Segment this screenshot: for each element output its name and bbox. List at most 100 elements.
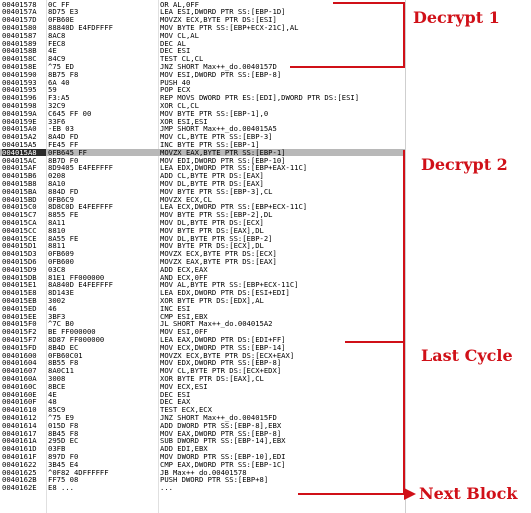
mnemonic-cell: MOV DL,BYTE PTR DS:[ECX] — [160, 218, 264, 227]
hex-bytes-cell: 0208 — [48, 172, 66, 180]
next-block-arrowhead-icon — [404, 488, 416, 500]
hex-bytes-cell: 6A 40 — [48, 78, 70, 87]
address-cell: 00401580 — [2, 23, 37, 32]
annotation-next-block: Next Block — [419, 484, 518, 503]
hex-bytes-cell: FE45 FF — [48, 140, 79, 149]
mnemonic-cell: MOV BYTE PTR SS:[EBP-2],DL — [160, 211, 273, 219]
hex-bytes-cell: 32C9 — [48, 101, 66, 110]
mnemonic-cell: MOV ESI,DWORD PTR SS:[EBP-8] — [160, 70, 282, 79]
hex-bytes-cell: 8B55 F8 — [48, 359, 79, 368]
mnemonic-cell: LEA ECX,DWORD PTR SS:[EBP+ECX-11C] — [160, 203, 308, 212]
mnemonic-cell: CMP EAX,DWORD PTR SS:[EBP-1C] — [160, 460, 286, 469]
lastcycle-bracket-side — [403, 341, 405, 493]
decrypt1-bracket-top — [333, 2, 405, 4]
mnemonic-cell: JL SHORT Max++_do.004015A2 — [160, 320, 273, 329]
address-cell: 0040159A — [2, 109, 37, 118]
hex-bytes-cell: BE FF000000 — [48, 328, 96, 336]
address-cell: 004015EE — [2, 312, 37, 321]
mnemonic-cell: JNZ SHORT Max++_do.0040157D — [160, 62, 277, 71]
mnemonic-cell: MOV ESI,0FF — [160, 328, 208, 336]
mnemonic-cell: MOV AL,BYTE PTR SS:[EBP+ECX-11C] — [160, 281, 299, 290]
address-cell: 0040158E — [2, 62, 37, 71]
hex-bytes-cell: 015D F8 — [48, 421, 79, 430]
mnemonic-cell: MOV CL,BYTE PTR DS:[ECX+EDX] — [160, 367, 282, 375]
hex-bytes-cell: 46 — [48, 304, 57, 313]
hex-bytes-cell: 8A840D E4FEFFFF — [48, 281, 113, 290]
address-cell: 0040157D — [2, 16, 37, 24]
mnemonic-cell: ... — [160, 484, 173, 492]
hex-bytes-cell: 88840D E4FDFFFF — [48, 23, 113, 32]
mnemonic-cell: OR AL,0FF — [160, 0, 199, 9]
hex-bytes-cell: 8855 FE — [48, 211, 79, 219]
address-cell: 00401595 — [2, 86, 37, 95]
hex-bytes-cell: 0FB6C9 — [48, 195, 74, 204]
mnemonic-cell: MOVZX ECX,BYTE PTR DS:[ESI] — [160, 16, 277, 24]
mnemonic-cell: MOV BYTE PTR DS:[EAX],DL — [160, 226, 264, 235]
